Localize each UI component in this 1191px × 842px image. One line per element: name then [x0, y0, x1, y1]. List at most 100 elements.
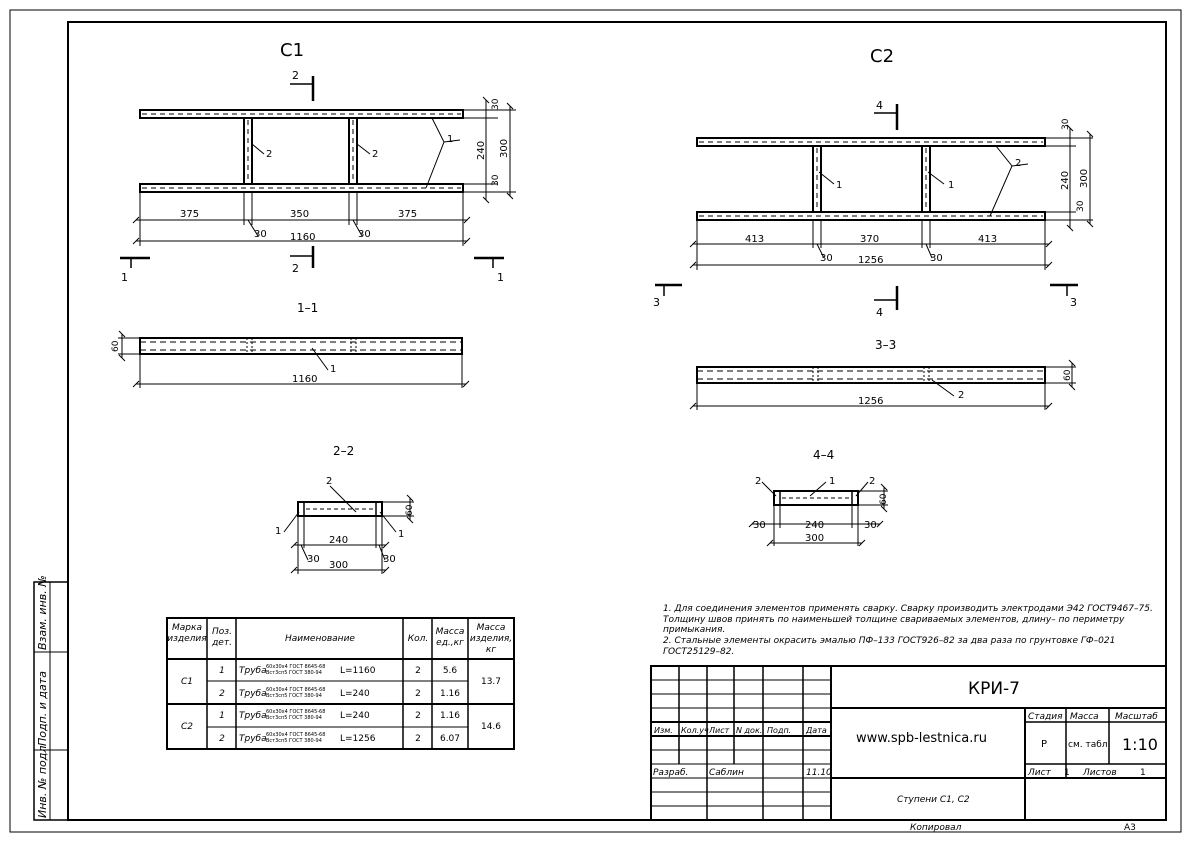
svg-text:1: 1 — [447, 134, 453, 145]
svg-text:30: 30 — [1076, 200, 1086, 212]
stamp-sign-date: Подп. и дата — [36, 671, 49, 746]
stamp-inv-orig: Инв. № подл — [36, 746, 49, 818]
svg-text:2–2: 2–2 — [333, 444, 354, 458]
svg-text:1: 1 — [330, 364, 336, 375]
stage-value: Р — [1041, 739, 1047, 750]
develop-date: 11.10 — [806, 768, 832, 778]
svg-text:Листов: Листов — [1082, 768, 1117, 778]
cell-qty: 2 — [415, 711, 421, 721]
sheet-number: 1 — [1064, 768, 1070, 778]
svg-text:240: 240 — [329, 535, 348, 546]
cell-gost-bottom: Вст3сп5 ГОСТ 380-94 — [266, 738, 322, 744]
cell-name: Труба — [239, 666, 267, 676]
svg-text:Лист: Лист — [708, 726, 730, 735]
cell-pos: 2 — [219, 689, 225, 699]
svg-text:30: 30 — [254, 229, 267, 240]
svg-text:60: 60 — [111, 340, 121, 352]
section-3-3: 3–3 60 2 1256 — [689, 338, 1076, 410]
svg-text:2: 2 — [869, 476, 875, 487]
svg-text:30: 30 — [864, 520, 877, 531]
note-line: Толщину швов принять по наименьшей толщи… — [663, 615, 1125, 625]
svg-text:4–4: 4–4 — [813, 448, 834, 462]
cell-name: Труба — [239, 689, 267, 699]
th-name: Наименование — [285, 634, 355, 644]
cell-gost-bottom: Вст3сп5 ГОСТ 380-94 — [266, 693, 322, 699]
view-c1-title: С1 — [280, 40, 304, 61]
svg-text:1: 1 — [275, 526, 281, 537]
c2-bottom-rail — [696, 211, 1046, 221]
inner-frame — [67, 21, 1167, 821]
svg-text:300: 300 — [805, 533, 824, 544]
cell-mark: С2 — [181, 722, 193, 732]
svg-text:Дата: Дата — [805, 726, 827, 735]
cell-mark: С1 — [181, 677, 193, 687]
svg-text:30: 30 — [358, 229, 371, 240]
outer-border — [9, 9, 1182, 833]
svg-text:2: 2 — [958, 390, 964, 401]
c2-top-rail — [696, 137, 1046, 147]
svg-text:2: 2 — [266, 149, 272, 160]
svg-text:Масса: Масса — [1070, 712, 1099, 722]
cell-length: L=1256 — [340, 734, 376, 744]
svg-text:N док.: N док. — [736, 726, 762, 735]
stamp-replace-inv: Взам. инв. № — [36, 575, 49, 650]
svg-text:4: 4 — [876, 306, 883, 319]
svg-text:350: 350 — [290, 209, 309, 220]
view-c2: С2 2 1 1 413 370 413 30 30 1256 — [653, 46, 1094, 319]
cell-length: L=1160 — [340, 666, 376, 676]
svg-text:60: 60 — [1063, 369, 1073, 381]
cell-gost-top: 60х30х4 ГОСТ 8645-68 — [266, 687, 325, 693]
section-2-2: 2–2 2 1 1 60 240 30 30 300 — [275, 444, 415, 574]
note-line: 1. Для соединения элементов применять св… — [663, 604, 1153, 614]
sheet-format: А3 — [1124, 823, 1136, 833]
svg-text:Подп.: Подп. — [767, 726, 791, 735]
cell-mass: 6.07 — [440, 734, 460, 744]
c2-crossbar-left — [812, 145, 822, 213]
cell-gost-bottom: Вст3сп5 ГОСТ 380-94 — [266, 715, 322, 721]
svg-text:60: 60 — [405, 504, 415, 516]
svg-text:1: 1 — [121, 271, 128, 284]
note-line: 2. Стальные элементы окрасить эмалью ПФ–… — [663, 636, 1115, 646]
cell-pos: 1 — [219, 711, 225, 721]
svg-text:300: 300 — [1079, 169, 1090, 188]
svg-text:1: 1 — [829, 476, 835, 487]
svg-text:3: 3 — [653, 296, 660, 309]
svg-text:240: 240 — [805, 520, 824, 531]
svg-text:1: 1 — [836, 180, 842, 191]
svg-text:30: 30 — [383, 554, 396, 565]
svg-text:1: 1 — [497, 271, 504, 284]
developer-name: Саблин — [709, 768, 744, 778]
cell-pos: 1 — [219, 666, 225, 676]
svg-text:30: 30 — [820, 253, 833, 264]
cell-gost-top: 60х30х4 ГОСТ 8645-68 — [266, 732, 325, 738]
svg-text:413: 413 — [745, 234, 764, 245]
th-pos: Поз.дет. — [211, 627, 232, 648]
svg-text:300: 300 — [499, 139, 510, 158]
svg-text:3–3: 3–3 — [875, 338, 896, 352]
svg-text:413: 413 — [978, 234, 997, 245]
sheets-total: 1 — [1140, 768, 1146, 778]
svg-text:240: 240 — [1060, 171, 1071, 190]
cell-length: L=240 — [340, 711, 370, 721]
note-line: примыкания. — [663, 625, 725, 635]
c1-crossbar-left — [243, 117, 253, 185]
svg-text:1256: 1256 — [858, 396, 883, 407]
notes: 1. Для соединения элементов применять св… — [663, 604, 1153, 657]
th-qty: Кол. — [408, 634, 429, 644]
developed-label: Разраб. — [653, 768, 688, 778]
svg-text:Лист: Лист — [1027, 768, 1052, 778]
drawing-code: КРИ-7 — [968, 679, 1020, 699]
svg-text:1: 1 — [398, 529, 404, 540]
svg-text:1–1: 1–1 — [297, 301, 318, 315]
cell-length: L=240 — [340, 689, 370, 699]
svg-text:60: 60 — [879, 493, 889, 505]
svg-text:240: 240 — [476, 141, 487, 160]
svg-text:Кол.уч: Кол.уч — [681, 726, 709, 735]
cell-name: Труба — [239, 711, 267, 721]
svg-text:375: 375 — [180, 209, 199, 220]
cell-gost-top: 60х30х4 ГОСТ 8645-68 — [266, 664, 325, 670]
